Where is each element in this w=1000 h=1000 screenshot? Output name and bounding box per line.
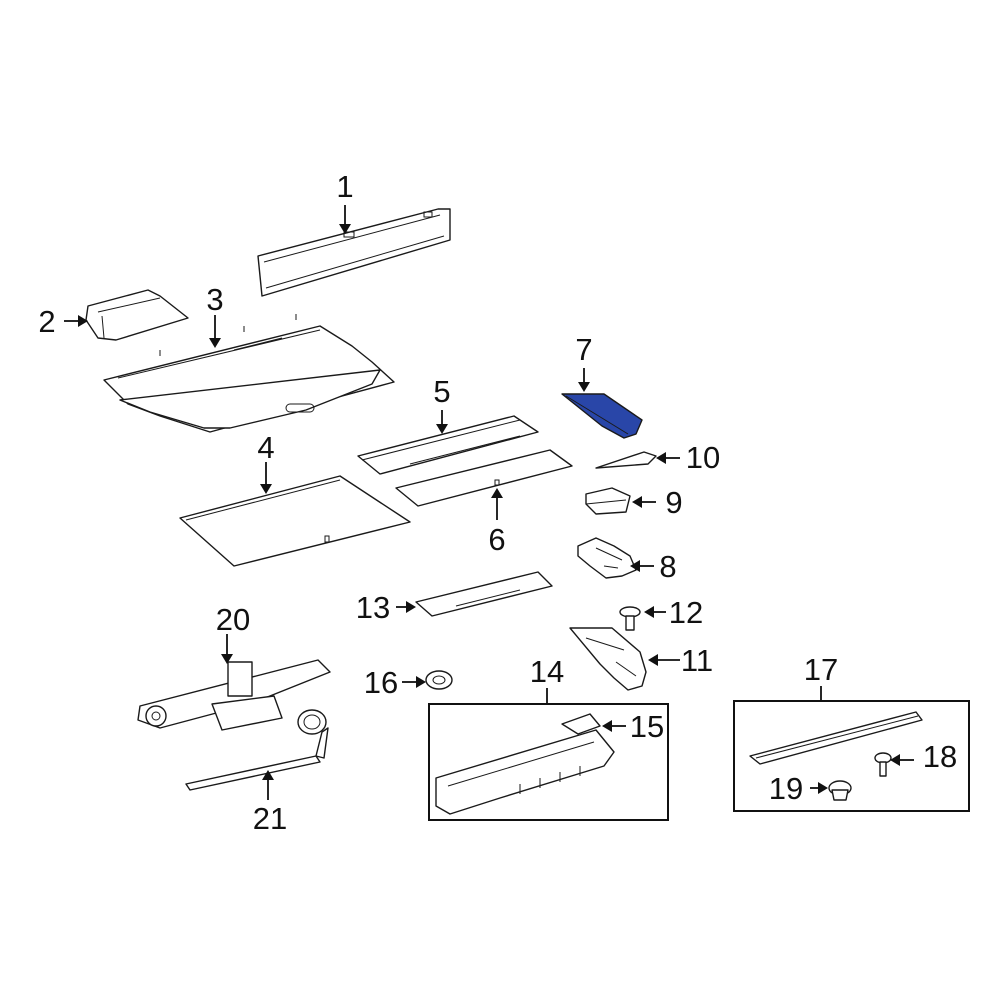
callout-9[interactable]: 9	[665, 485, 682, 520]
part-18-screw[interactable]	[874, 752, 892, 777]
callout-17[interactable]: 17	[804, 652, 838, 687]
part-7-side-cover[interactable]	[561, 393, 643, 439]
callout-15[interactable]: 15	[630, 709, 664, 744]
part-21-jack-handle[interactable]	[185, 709, 329, 791]
callout-21[interactable]: 21	[253, 801, 287, 836]
group-box-17	[733, 700, 970, 812]
part-9-block[interactable]	[585, 487, 631, 515]
part-11-storage-tray[interactable]	[569, 627, 647, 691]
part-13-strip[interactable]	[415, 571, 553, 617]
part-17-scuff-plate[interactable]	[749, 711, 923, 765]
callout-labels: 1 2 3 4 5 6 7 10 9 8 12 11 13 14 15 16 1…	[38, 169, 957, 836]
callout-14[interactable]: 14	[530, 654, 564, 689]
callout-10[interactable]: 10	[686, 440, 720, 475]
callout-11[interactable]: 11	[681, 643, 713, 678]
callout-4[interactable]: 4	[257, 430, 274, 465]
part-3-tonneau-cover[interactable]	[103, 314, 395, 433]
part-15-cap[interactable]	[561, 713, 601, 735]
callout-18[interactable]: 18	[923, 739, 957, 774]
callout-8[interactable]: 8	[659, 549, 676, 584]
callout-20[interactable]: 20	[216, 602, 250, 637]
part-19-clip[interactable]	[828, 780, 852, 801]
part-14-side-tray[interactable]	[435, 729, 615, 815]
callout-12[interactable]: 12	[669, 595, 703, 630]
part-12-fastener[interactable]	[619, 606, 641, 631]
part-20-scissor-jack[interactable]	[137, 659, 331, 731]
part-10-clip[interactable]	[595, 451, 657, 469]
part-8-bracket[interactable]	[577, 537, 637, 579]
callout-1[interactable]: 1	[336, 169, 353, 204]
part-16-grommet[interactable]	[425, 670, 453, 690]
part-1-trim-panel[interactable]	[257, 208, 451, 297]
callout-7[interactable]: 7	[575, 332, 592, 367]
part-6-deck-board[interactable]	[395, 449, 573, 507]
callout-16[interactable]: 16	[364, 665, 398, 700]
callout-19[interactable]: 19	[769, 771, 803, 806]
group-box-14	[428, 703, 669, 821]
leader-lines	[64, 205, 914, 800]
callout-2[interactable]: 2	[38, 304, 55, 339]
part-5-deck-board[interactable]	[357, 415, 539, 475]
part-4-floor-board[interactable]	[179, 475, 411, 567]
callout-5[interactable]: 5	[433, 374, 450, 409]
callout-6[interactable]: 6	[488, 522, 505, 557]
part-2-bracket-cover[interactable]	[85, 289, 189, 341]
callout-3[interactable]: 3	[206, 282, 223, 317]
callout-13[interactable]: 13	[356, 590, 390, 625]
